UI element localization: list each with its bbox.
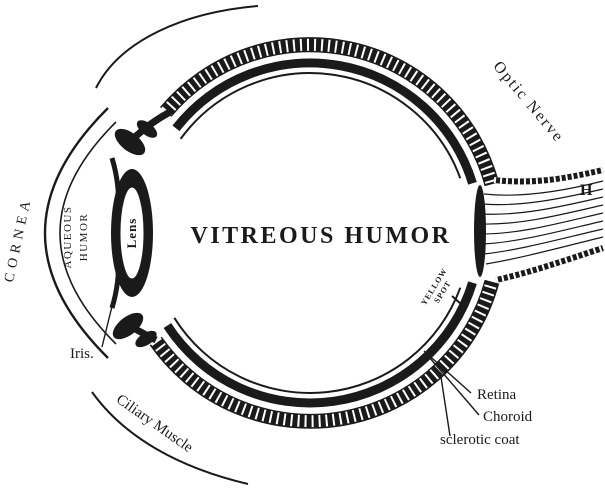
aqueous-humor-label-line2: HUMOR: [78, 213, 90, 261]
retina-leader-line: [423, 350, 472, 394]
retina-label: Retina: [477, 387, 516, 403]
choroid-ring: [163, 58, 477, 408]
aqueous-humor-label-line1: AQUEOUS: [62, 205, 74, 268]
ciliary-muscle-label: Ciliary Muscle: [113, 391, 196, 456]
aqueous-humor-label: AQUEOUS HUMOR: [62, 205, 90, 268]
ciliary-body: [112, 108, 172, 348]
cornea-label: CORNEA: [2, 195, 35, 284]
yellow-spot-mark: [451, 295, 462, 305]
lens-shape: Lens: [111, 169, 153, 297]
optic-nerve-shape: [474, 167, 604, 283]
leader-lines: [101, 289, 480, 437]
iris-leader-line: [101, 289, 117, 348]
choroid-leader-line: [428, 356, 480, 416]
cornea-shape: [43, 107, 117, 359]
choroid-label: Choroid: [483, 409, 533, 425]
nerve-end-mark: H: [580, 182, 593, 199]
iris-label: Iris.: [70, 346, 94, 362]
sclerotic-coat-ring: [149, 37, 500, 429]
vitreous-humor-label: VITREOUS HUMOR: [190, 223, 451, 249]
lens-label: Lens: [124, 218, 139, 249]
engraving-flourish-lines: [91, 5, 259, 485]
sclerotic-coat-label: sclerotic coat: [440, 432, 520, 448]
optic-nerve-label: Optic Nerve: [490, 58, 568, 146]
sclerotic-leader-line: [440, 376, 451, 437]
retina-ring: [173, 72, 462, 394]
